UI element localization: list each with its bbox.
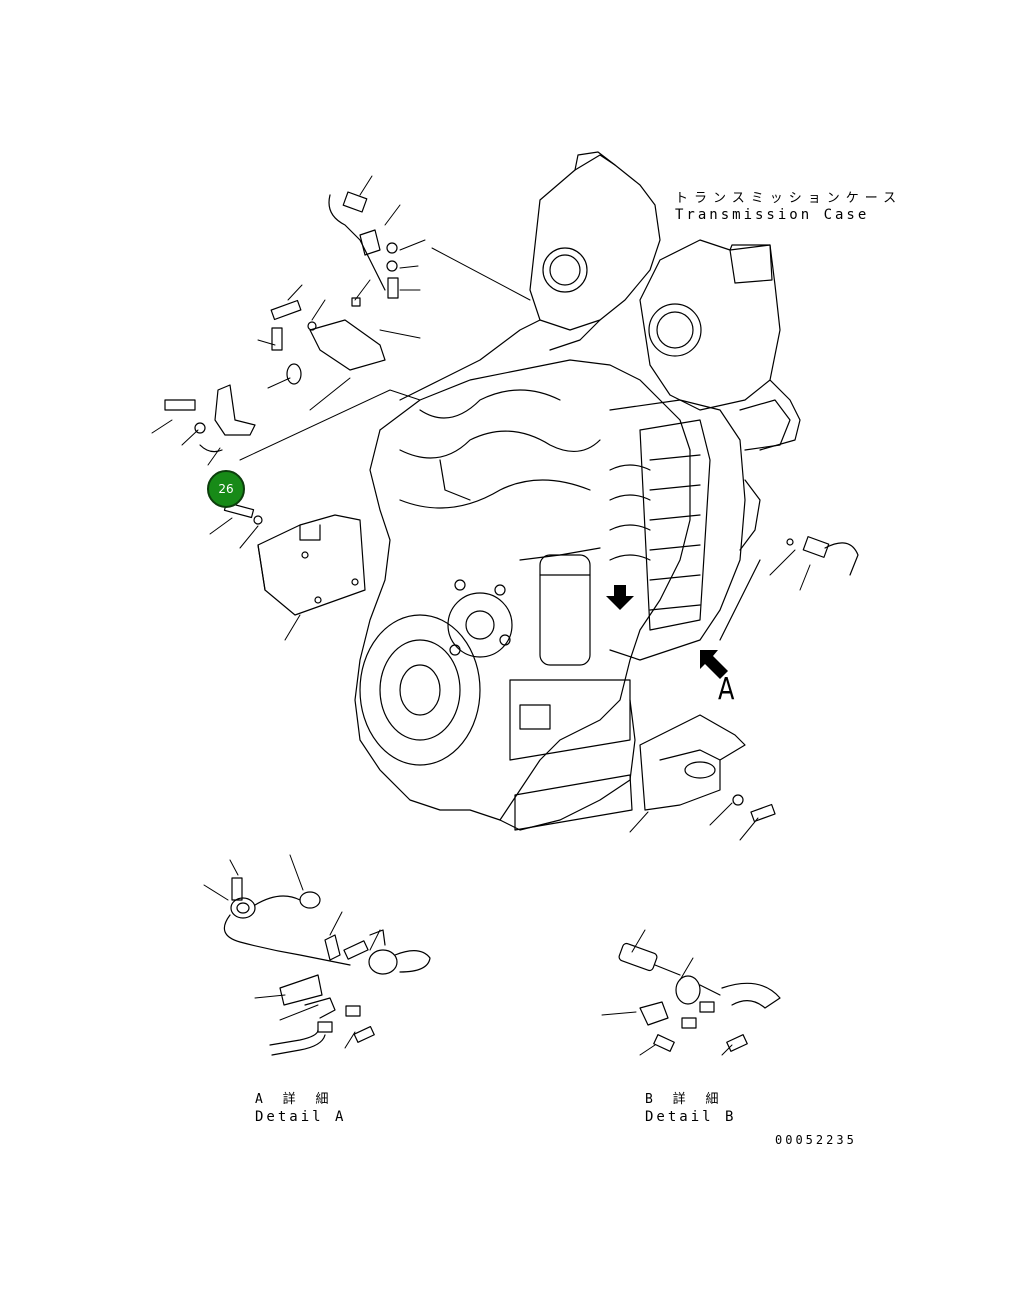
right-sensor [786, 536, 859, 576]
transmission-case-label-en: Transmission Case [675, 207, 870, 223]
detail-b-label-jp: B 詳 細 [645, 1092, 725, 1107]
detail-a-label-jp: A 詳 細 [255, 1092, 335, 1107]
detail-a-drawing [223, 877, 431, 1056]
detail-a-leaders [203, 854, 381, 1049]
part-callout-number: 26 [218, 482, 234, 496]
drawing-number: 00052235 [775, 1133, 857, 1147]
left-mount-bracket [257, 514, 366, 616]
detail-b-drawing [618, 942, 781, 1052]
detail-b-label-en: Detail B [645, 1109, 737, 1125]
transmission-case-label-jp: トランスミッションケース [675, 191, 903, 206]
upper-left-parts [164, 191, 399, 525]
right-mount-bracket [639, 714, 776, 823]
detail-b-leaders [601, 929, 733, 1056]
detail-a-label-en: Detail A [255, 1109, 347, 1125]
control-valve [609, 399, 791, 661]
view-arrow-a [700, 650, 728, 679]
transmission-case [399, 151, 801, 451]
engine-block [354, 359, 691, 831]
part-callout-26[interactable]: 26 [207, 470, 245, 508]
leader-lines [151, 175, 811, 841]
view-arrow-b [606, 585, 634, 610]
view-a-label: A [718, 672, 735, 707]
